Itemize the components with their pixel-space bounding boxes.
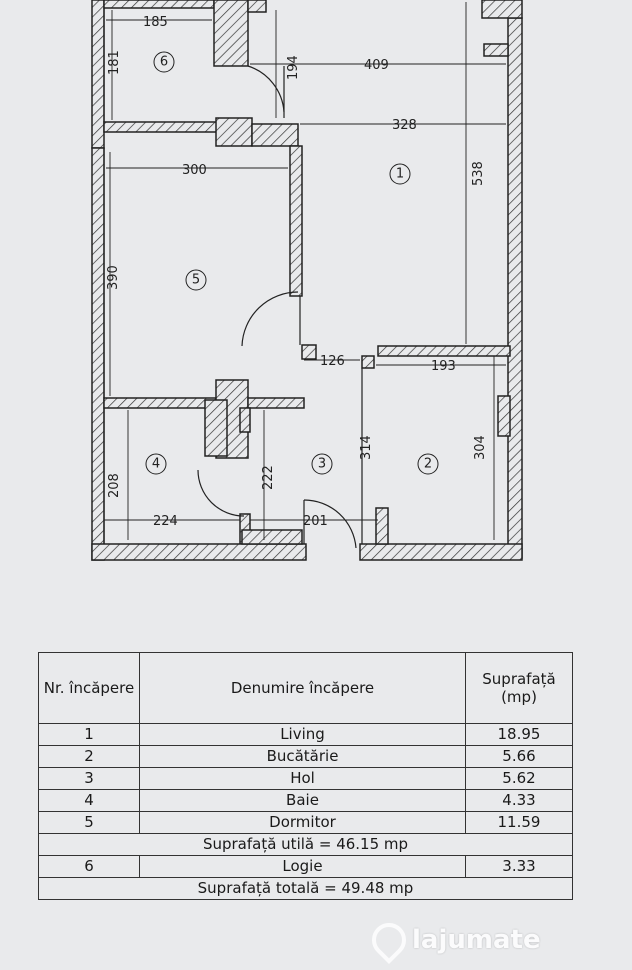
- dim-label: 181: [107, 50, 122, 75]
- dim-label: 314: [359, 435, 374, 460]
- room-marker: [185, 269, 207, 291]
- dim-label: 390: [106, 265, 121, 290]
- room-markers: [145, 51, 439, 475]
- room-name: Baie: [139, 789, 466, 812]
- table-row: 1 Living 18.95: [38, 723, 573, 746]
- room-nr: 4: [38, 789, 140, 812]
- room-number: 3: [318, 457, 326, 472]
- dimension-labels: 185 181 194 409 328 538 300 390 126 193 …: [106, 15, 488, 529]
- useful-area: Suprafață utilă = 46.15 mp: [38, 833, 573, 856]
- room-area-table: Nr. încăpere Denumire încăpere Suprafață…: [38, 652, 573, 900]
- total-area-row: Suprafață totală = 49.48 mp: [38, 877, 573, 900]
- watermark: lajumate: [364, 915, 612, 965]
- walls: [91, 0, 523, 561]
- dim-label: 538: [471, 161, 486, 186]
- room-name: Bucătărie: [139, 745, 466, 768]
- dim-label: 300: [182, 163, 207, 178]
- dim-label: 194: [286, 55, 301, 80]
- table-header-row: Nr. încăpere Denumire încăpere Suprafață…: [38, 652, 573, 724]
- dim-label: 193: [431, 359, 456, 374]
- useful-area-row: Suprafață utilă = 46.15 mp: [38, 833, 573, 856]
- table-row: 4 Baie 4.33: [38, 789, 573, 812]
- table-row: 2 Bucătărie 5.66: [38, 745, 573, 768]
- room-area: 18.95: [465, 723, 573, 746]
- watermark-text: lajumate: [412, 925, 541, 955]
- location-pin-icon: [364, 915, 414, 965]
- header-room-area: Suprafață (mp): [465, 652, 573, 724]
- header-room-name: Denumire încăpere: [139, 652, 466, 724]
- room-number: 5: [192, 273, 200, 288]
- table-row: 3 Hol 5.62: [38, 767, 573, 790]
- room-area: 4.33: [465, 789, 573, 812]
- room-area: 3.33: [465, 855, 573, 878]
- room-area: 5.66: [465, 745, 573, 768]
- room-nr: 3: [38, 767, 140, 790]
- room-marker: [153, 51, 175, 73]
- room-nr: 1: [38, 723, 140, 746]
- room-marker: [389, 163, 411, 185]
- header-room-number: Nr. încăpere: [38, 652, 140, 724]
- room-area: 11.59: [465, 811, 573, 834]
- doors: [197, 65, 357, 549]
- dim-label: 208: [107, 473, 122, 498]
- dim-label: 201: [303, 514, 328, 529]
- dim-label: 185: [143, 15, 168, 30]
- room-name: Hol: [139, 767, 466, 790]
- room-number: 4: [152, 457, 160, 472]
- room-area: 5.62: [465, 767, 573, 790]
- loggia-row: 6 Logie 3.33: [38, 855, 573, 878]
- dim-label: 224: [153, 514, 178, 529]
- dim-label: 126: [320, 354, 345, 369]
- dim-label: 222: [261, 465, 276, 490]
- room-nr: 2: [38, 745, 140, 768]
- dim-label: 304: [473, 435, 488, 460]
- room-marker: [311, 453, 333, 475]
- room-number: 2: [424, 457, 432, 472]
- room-name: Logie: [139, 855, 466, 878]
- total-area: Suprafață totală = 49.48 mp: [38, 877, 573, 900]
- room-nr: 6: [38, 855, 140, 878]
- room-marker: [417, 453, 439, 475]
- dim-label: 328: [392, 118, 417, 133]
- room-number: 6: [160, 55, 168, 70]
- room-name: Living: [139, 723, 466, 746]
- room-nr: 5: [38, 811, 140, 834]
- room-name: Dormitor: [139, 811, 466, 834]
- table-row: 5 Dormitor 11.59: [38, 811, 573, 834]
- room-number: 1: [396, 167, 404, 182]
- floor-plan: 185 181 194 409 328 538 300 390 126 193 …: [91, 0, 523, 561]
- room-marker: [145, 453, 167, 475]
- dimension-lines: [104, 2, 506, 540]
- room-numbers: 6 1 5 4 3 2: [152, 55, 432, 472]
- dim-label: 409: [364, 58, 389, 73]
